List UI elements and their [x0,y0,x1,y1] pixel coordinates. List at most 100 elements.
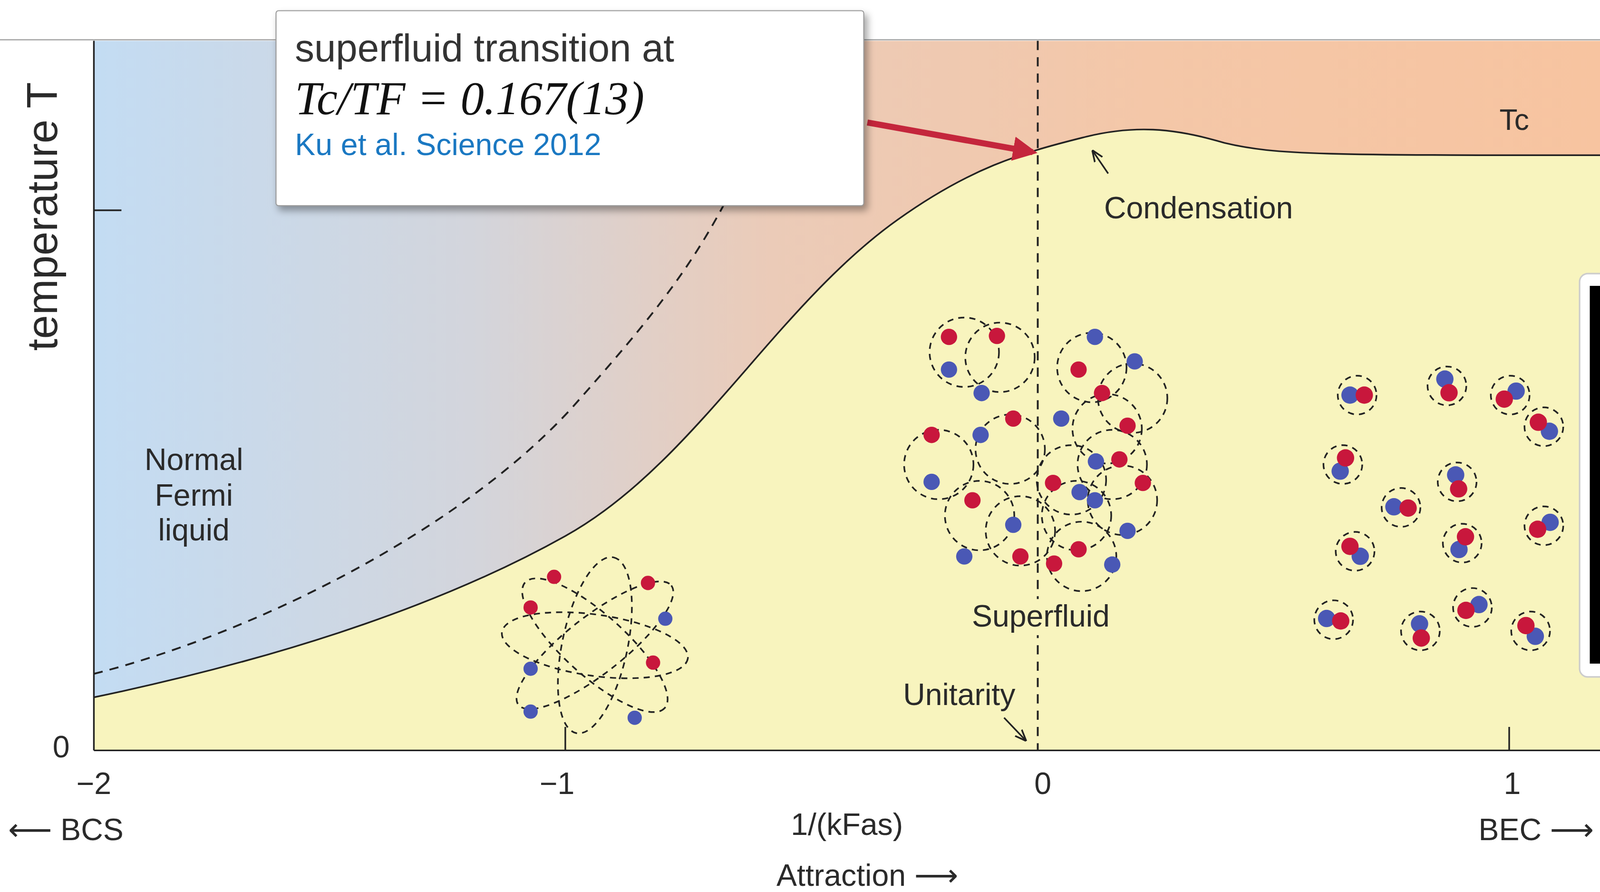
spin-up-atom [1456,527,1474,545]
spin-down-atom [523,704,538,719]
spin-down-atom [1071,483,1088,500]
spin-down-atom [973,384,990,401]
pair-circle [903,429,974,499]
molecule-circle [1381,487,1421,527]
pair-circle [929,317,999,387]
spin-up-atom [923,426,940,443]
pair-circle [1077,429,1147,499]
spin-down-atom [523,661,538,676]
spin-down-atom [1119,522,1136,539]
axis-title: Attraction ⟶ [776,857,959,892]
molecule-circle [1335,531,1375,571]
spin-up-atom [546,569,562,584]
unitarity-line [1037,40,1039,751]
spin-up-atom [1045,474,1062,491]
callout-box: superfluid transition atTc/TF = 0.167(13… [275,9,864,206]
direction-label: ⟵ BCS [8,812,124,848]
spin-up-atom [1355,386,1373,404]
pair-orbit [544,550,646,740]
x-tick [1508,726,1510,750]
spin-up-atom [645,655,660,670]
spin-up-atom [1529,520,1547,538]
pair-circle [1041,480,1112,551]
callout-formula: Tc/TF = 0.167(13) [294,69,841,127]
pair-circle [944,480,1015,551]
spin-up-atom [1134,474,1151,491]
spin-down-atom [1005,516,1022,533]
pair-circle [1072,393,1142,464]
molecule-circle [1401,610,1441,650]
spin-down-atom [972,426,989,443]
molecule-circle [1314,600,1354,640]
spin-down-atom [1086,328,1104,345]
tick-label: 0 [1034,766,1052,802]
pair-orbit [497,601,693,689]
spin-up-atom [523,600,538,615]
x-tick [564,726,566,750]
spin-up-atom [1094,384,1111,401]
bcs-pair-orbits [497,550,693,740]
molecule-circle [1443,523,1483,563]
spin-up-atom [1119,417,1136,434]
spin-up-atom [989,327,1006,344]
spin-up-atom [1440,383,1458,401]
molecule-circle [1427,366,1467,406]
spin-down-atom [940,361,958,378]
spin-up-atom [1111,451,1128,468]
spin-up-atom [1457,601,1475,619]
axis-title: temperature T [18,82,68,351]
y-axis [93,40,95,751]
y-tick [93,209,122,211]
spin-up-atom [640,575,656,590]
spin-up-atom [1337,448,1355,466]
spin-down-atom [627,710,642,725]
spin-up-atom [1012,547,1029,564]
spin-up-atom [1070,540,1087,557]
region-label: Normal Fermi liquid [117,442,271,548]
leader-arrow [1092,151,1108,174]
spin-down-atom [1126,353,1143,370]
annotation-label: Condensation [1104,190,1293,226]
axis-title: 1/(kFas) [790,806,903,843]
molecule-circle [1337,375,1377,415]
superfluid-region [93,129,1600,750]
pair-circle [1036,445,1106,515]
annotation-label: Unitarity [899,677,1020,713]
spin-up-atom [1412,629,1430,647]
tick-label: −2 [76,766,112,802]
pair-circle [965,322,1035,392]
molecule-circle [1490,375,1530,415]
spin-up-atom [1517,616,1535,634]
tick-label: 1 [1503,766,1522,802]
spin-down-atom [923,473,940,490]
molecule-circle [1437,462,1477,502]
spin-up-atom [1070,361,1087,378]
spin-down-atom [956,547,973,564]
direction-label: BEC ⟶ [1478,812,1595,848]
spin-down-atom [1053,410,1070,427]
x-axis [93,749,1600,751]
pair-orbit [500,562,689,728]
fermion-pairs [523,317,1564,725]
spin-up-atom [1005,410,1022,427]
spin-up-atom [1495,390,1513,408]
spin-up-atom [1046,554,1063,572]
molecule-circle [1524,505,1564,545]
molecule-circle [1511,610,1551,650]
tc-curve [93,129,1600,698]
molecule-circle [1524,407,1564,447]
spin-down-atom [1086,491,1104,508]
spin-up-atom [1399,499,1417,517]
molecule-circle [1323,445,1363,485]
region-label: Superfluid [967,598,1114,634]
pair-orbit [504,559,686,731]
tick-label: 0 [52,729,70,765]
leader-arrow [1004,717,1026,740]
spin-down-atom [1087,453,1105,470]
spin-up-atom [1331,611,1349,630]
molecule-circle [1453,587,1493,627]
spin-up-atom [1529,413,1547,431]
callout-heading: superfluid transition at [294,25,841,73]
citation: Ku et al. Science 2012 [294,126,841,164]
